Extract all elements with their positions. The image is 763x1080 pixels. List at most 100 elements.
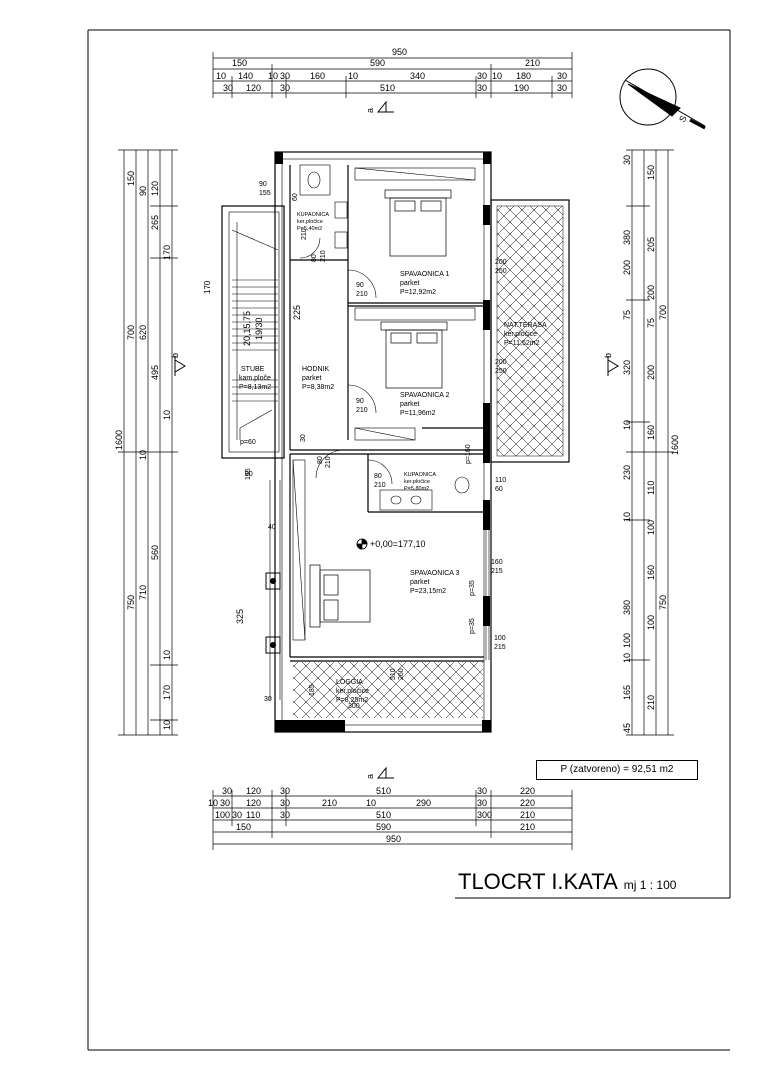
svg-text:30: 30 [557, 71, 567, 81]
svg-text:90: 90 [356, 282, 364, 289]
svg-text:1600: 1600 [114, 430, 124, 450]
section-marker-a-top [376, 100, 394, 113]
bathroom-fixtures [299, 164, 470, 511]
svg-text:150: 150 [126, 171, 136, 186]
svg-text:120: 120 [246, 798, 261, 808]
north-arrow-icon [619, 68, 706, 130]
svg-text:160: 160 [646, 425, 656, 440]
svg-text:30: 30 [280, 71, 290, 81]
svg-text:P=5,40m2: P=5,40m2 [297, 226, 322, 232]
svg-text:30: 30 [222, 786, 232, 796]
svg-text:320: 320 [622, 360, 632, 375]
sheet-frame [87, 29, 731, 1051]
svg-text:30: 30 [477, 83, 487, 93]
bottom-dim-total: 950 [386, 834, 401, 844]
svg-text:495: 495 [150, 365, 160, 380]
left-dimension-lines [118, 149, 178, 736]
svg-text:185: 185 [309, 684, 316, 696]
svg-text:210: 210 [525, 58, 540, 68]
svg-text:P=11,96m2: P=11,96m2 [400, 410, 436, 417]
top-dim-row1: 150 590 210 [232, 58, 540, 68]
svg-text:90: 90 [245, 471, 253, 478]
room-kupaonica2: KUPAONICA ker.pločice P=5,80m2 [404, 472, 436, 492]
svg-text:160: 160 [491, 559, 503, 566]
right-dimension-lines [626, 149, 674, 736]
bed-spavaonica2-icon [380, 321, 448, 389]
svg-text:210: 210 [356, 407, 368, 414]
bottom-dim-row2: 10 30 120 30 210 10 290 30 220 [208, 798, 535, 808]
svg-text:30: 30 [477, 71, 487, 81]
svg-text:120: 120 [150, 181, 160, 196]
svg-text:P=8,38m2: P=8,38m2 [302, 384, 334, 391]
svg-text:160: 160 [310, 71, 325, 81]
svg-text:510: 510 [380, 83, 395, 93]
svg-text:10: 10 [208, 798, 218, 808]
svg-text:120: 120 [246, 786, 261, 796]
room-terasa: NAT.TERASA ker.pločice P=11,52m2 [504, 322, 547, 347]
svg-text:340: 340 [410, 71, 425, 81]
windows [269, 480, 490, 700]
svg-text:20,15,75: 20,15,75 [242, 311, 252, 346]
staircase [231, 222, 279, 440]
svg-text:30: 30 [280, 786, 290, 796]
svg-text:325: 325 [235, 609, 245, 624]
svg-text:200: 200 [495, 259, 507, 266]
top-dim-row2: 10 140 10 30 160 10 340 30 10 180 30 [216, 71, 567, 81]
svg-text:180: 180 [516, 71, 531, 81]
svg-text:30: 30 [300, 434, 307, 442]
svg-text:200: 200 [646, 285, 656, 300]
top-dimension-lines [212, 52, 573, 98]
left-dim-labels: 1600 700 750 620 495 710 560 150 90 120 … [114, 171, 172, 730]
svg-text:250: 250 [495, 368, 507, 375]
svg-text:510: 510 [376, 810, 391, 820]
svg-text:205: 205 [646, 237, 656, 252]
svg-text:560: 560 [150, 545, 160, 560]
svg-text:30: 30 [223, 83, 233, 93]
right-dim-col2: 150 205 200 75 200 160 110 100 160 100 2… [646, 165, 656, 710]
svg-text:110: 110 [246, 810, 260, 820]
svg-text:380: 380 [622, 230, 632, 245]
svg-text:510: 510 [390, 668, 397, 680]
svg-text:700: 700 [126, 325, 136, 340]
svg-text:P=8,13m2: P=8,13m2 [239, 384, 271, 391]
svg-text:215: 215 [491, 568, 503, 575]
elevation-marker-icon [356, 538, 368, 550]
svg-text:30: 30 [622, 155, 632, 165]
svg-text:ker.pločice: ker.pločice [504, 331, 537, 338]
svg-text:parket: parket [400, 401, 420, 408]
svg-text:p=160: p=160 [465, 444, 472, 464]
svg-text:155: 155 [245, 468, 252, 480]
svg-text:210: 210 [356, 291, 368, 298]
svg-text:90: 90 [259, 181, 267, 188]
svg-text:ker.pločice: ker.pločice [404, 479, 430, 485]
svg-text:80: 80 [311, 254, 318, 262]
svg-text:P=8,25m2: P=8,25m2 [336, 697, 368, 704]
svg-text:200: 200 [495, 359, 507, 366]
top-dim-row3: 30 120 30 510 30 190 30 [223, 83, 567, 93]
svg-text:710: 710 [138, 585, 148, 600]
svg-text:100: 100 [215, 810, 230, 820]
room-hodnik: HODNIK parket P=8,38m2 [302, 366, 334, 391]
svg-text:590: 590 [376, 822, 391, 832]
svg-text:10: 10 [492, 71, 502, 81]
svg-text:210: 210 [320, 250, 327, 262]
svg-text:P=5,80m2: P=5,80m2 [404, 486, 429, 492]
svg-text:60: 60 [292, 193, 299, 201]
svg-text:ker.pločice: ker.pločice [297, 219, 323, 225]
section-marker-b-left [174, 356, 186, 376]
svg-text:1600: 1600 [670, 435, 680, 455]
door-swings [299, 237, 393, 485]
section-marker-b-right [607, 356, 619, 376]
svg-text:KUPAONICA: KUPAONICA [297, 212, 329, 218]
svg-text:100: 100 [646, 615, 656, 630]
elevation-label: +0,00=177,10 [370, 539, 426, 549]
svg-text:30: 30 [232, 810, 242, 820]
svg-text:kam.ploče: kam.ploče [239, 375, 271, 382]
svg-text:170: 170 [162, 245, 172, 260]
wall-columns [265, 152, 491, 732]
svg-text:STUBE: STUBE [241, 366, 265, 373]
svg-text:250: 250 [495, 268, 507, 275]
svg-text:220: 220 [520, 786, 535, 796]
bottom-dimension-lines [212, 790, 573, 850]
room-stube: STUBE kam.ploče P=8,13m2 [239, 366, 271, 391]
